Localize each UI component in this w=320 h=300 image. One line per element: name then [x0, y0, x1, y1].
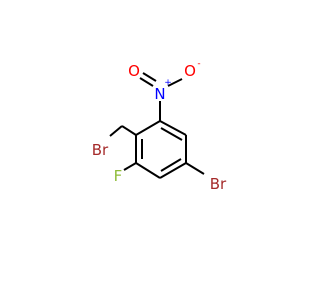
ring-bond-c2-c3 — [159, 120, 187, 136]
ring-bond-c2-c3-inner — [160, 127, 183, 141]
ring-bond-c4-c5-inner — [160, 158, 182, 172]
bond-n-o-double-a — [139, 77, 154, 87]
atom-labels: Br F Br N + O O - — [92, 59, 227, 193]
bond-ch2-br — [109, 125, 123, 137]
chemical-structure-diagram: Br F Br N + O O - — [92, 59, 227, 193]
bond-c6-f — [123, 162, 137, 171]
bond-c4-br — [185, 162, 205, 175]
ring-bond-c1-c2 — [135, 120, 161, 136]
nitro-nitrogen-charge: + — [164, 78, 172, 88]
nitro-oxygen-double-label: O — [128, 62, 140, 80]
nitro-oxygen-single-label: O — [184, 62, 196, 80]
ring-bromine-label: Br — [210, 175, 227, 193]
benzene-ring — [135, 120, 187, 179]
nitro-oxygen-charge: - — [197, 59, 200, 69]
bond-c1-ch2 — [121, 125, 137, 136]
bond-n-o-single — [167, 78, 183, 87]
bromomethyl-bromine-label: Br — [92, 141, 109, 159]
ring-bond-c4-c5 — [159, 162, 187, 179]
nitro-nitrogen-label: N — [154, 85, 165, 103]
bond-n-o-double-b — [142, 72, 157, 82]
fluorine-label: F — [114, 167, 123, 185]
ring-bond-c5-c6 — [135, 162, 161, 179]
substituent-bonds — [109, 72, 205, 175]
